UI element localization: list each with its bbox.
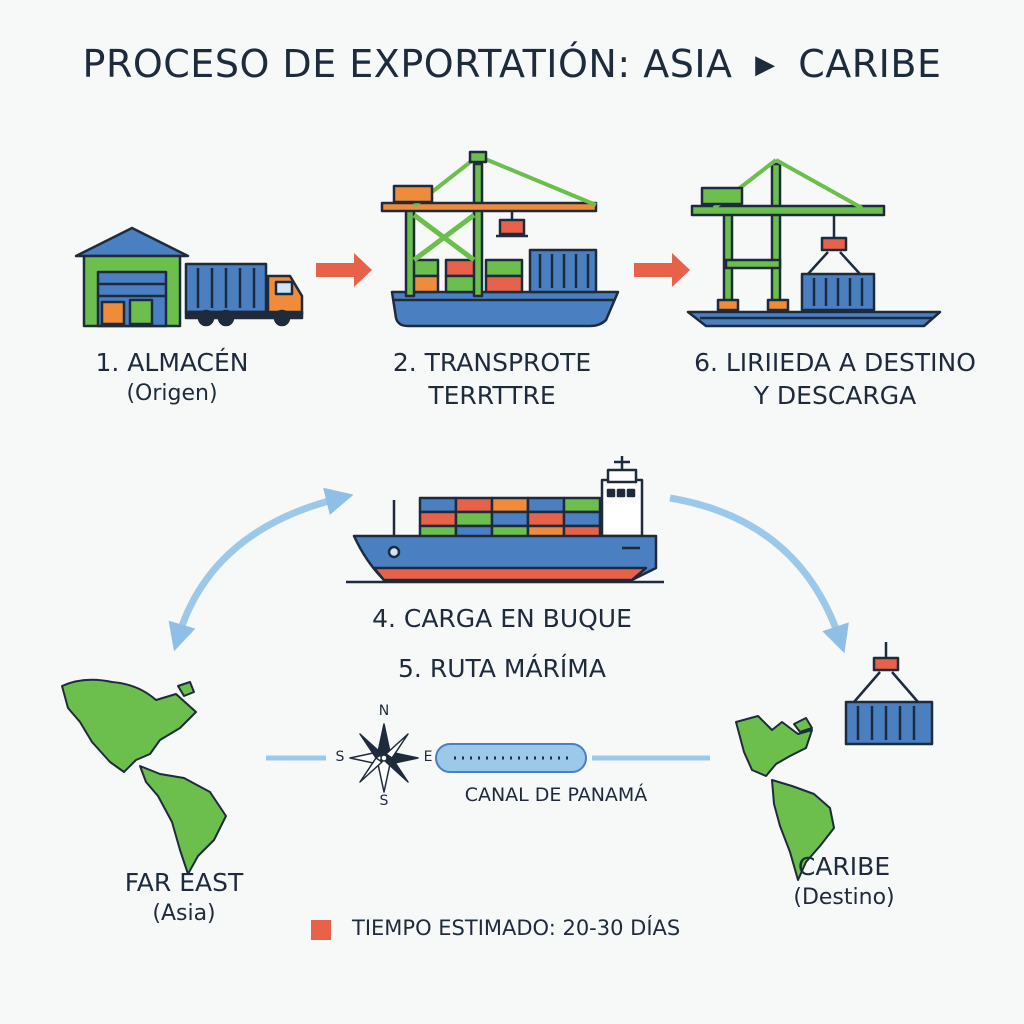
warehouse-truck-icon xyxy=(74,226,304,328)
title-destination: CARIBE xyxy=(798,42,942,86)
destination-map-icon xyxy=(735,715,835,881)
gantry-crane-ship-icon xyxy=(380,150,620,328)
compass-e: E xyxy=(423,749,433,765)
route-arrow-left xyxy=(168,487,354,652)
container-ship-icon xyxy=(346,456,664,584)
canal-icon xyxy=(435,743,587,773)
destination-title: CARIBE xyxy=(797,852,891,881)
canal-label: CANAL DE PANAMÁ xyxy=(464,784,648,806)
arrow-step2-to-step3 xyxy=(634,253,690,287)
compass-w: S xyxy=(335,749,345,765)
route-arrow-right xyxy=(669,494,849,654)
destination-label: CARIBE (Destino) xyxy=(744,850,944,913)
step-3-label: 6. LIRIIEDA A DESTINO Y DESCARGA xyxy=(690,346,980,412)
legend-swatch xyxy=(311,920,331,940)
legend-text: TIEMPO ESTIMADO: 20-30 DÍAS xyxy=(352,916,681,940)
step-2-title: 2. TRANSPROTE xyxy=(392,348,592,377)
step-1-label: 1. ALMACÉN (Origen) xyxy=(72,346,272,409)
hanging-container-icon xyxy=(844,642,934,746)
page-title: PROCESO DE EXPORTATIÓN: ASIA ▶ CARIBE xyxy=(0,42,1024,86)
crane-unloading-icon xyxy=(686,158,942,328)
step-1-subtitle: (Origen) xyxy=(126,381,218,406)
step-3-title: 6. LIRIIEDA A DESTINO xyxy=(694,348,976,377)
ship-label-line1: 4. CARGA EN BUQUE xyxy=(372,604,632,633)
compass-rose-icon xyxy=(349,723,419,793)
step-2-subtitle: TERRTTRE xyxy=(428,381,556,410)
step-1-title: 1. ALMACÉN xyxy=(95,348,249,377)
step-2-label: 2. TRANSPROTE TERRTTRE xyxy=(372,346,612,412)
compass-s: S xyxy=(379,793,389,809)
arrow-step1-to-step2 xyxy=(316,253,372,287)
warehouse-icon xyxy=(74,226,190,328)
title-text: PROCESO DE EXPORTATIÓN: ASIA xyxy=(82,42,733,86)
destination-subtitle: (Destino) xyxy=(793,885,895,910)
step-3-subtitle: Y DESCARGA xyxy=(753,381,917,410)
origin-title: FAR EAST xyxy=(124,868,244,897)
origin-map-icon xyxy=(61,678,227,875)
compass-n: N xyxy=(378,703,390,719)
origin-label: FAR EAST (Asia) xyxy=(84,866,284,929)
truck-icon xyxy=(184,262,304,327)
play-arrow-icon: ▶ xyxy=(755,50,776,80)
ship-label-line2: 5. RUTA MÁRÍMA xyxy=(398,654,606,683)
origin-subtitle: (Asia) xyxy=(152,901,216,926)
